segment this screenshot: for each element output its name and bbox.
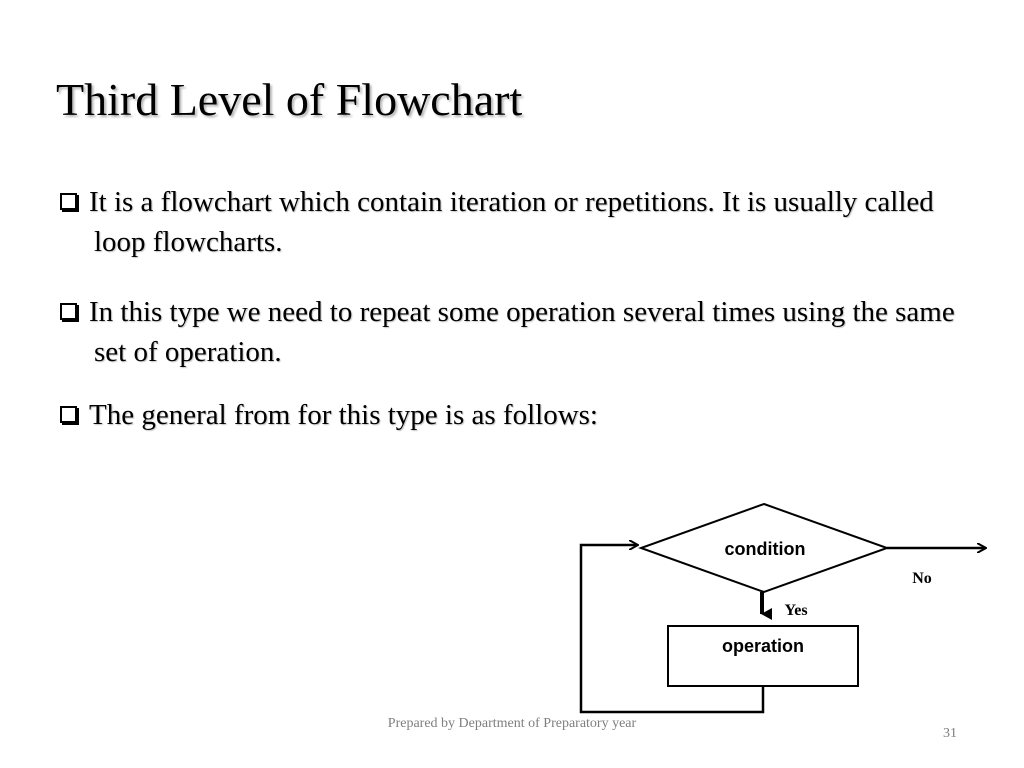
checkbox-square-icon	[60, 406, 77, 423]
bullet-text: The general from for this type is as fol…	[89, 399, 598, 431]
checkbox-square-icon	[60, 303, 77, 320]
bullet-text: It is a flowchart which contain iteratio…	[89, 186, 934, 258]
checkbox-square-icon	[60, 193, 77, 210]
condition-label: condition	[725, 539, 806, 559]
operation-box	[667, 625, 859, 687]
slide-title: Third Level of Flowchart	[56, 74, 523, 125]
page-number: 31	[943, 726, 957, 741]
footer-credit: Prepared by Department of Preparatory ye…	[387, 716, 637, 731]
bullet-item-general-form: The general from for this type is as fol…	[58, 395, 974, 435]
bullet-item-iteration: It is a flowchart which contain iteratio…	[58, 182, 974, 262]
bullet-text: In this type we need to repeat some oper…	[89, 296, 955, 368]
operation-label: operation	[722, 636, 804, 656]
no-label: No	[912, 570, 932, 587]
yes-label: Yes	[784, 602, 807, 619]
bullet-item-repeat: In this type we need to repeat some oper…	[58, 292, 974, 372]
loop-back-arrow	[579, 545, 765, 714]
